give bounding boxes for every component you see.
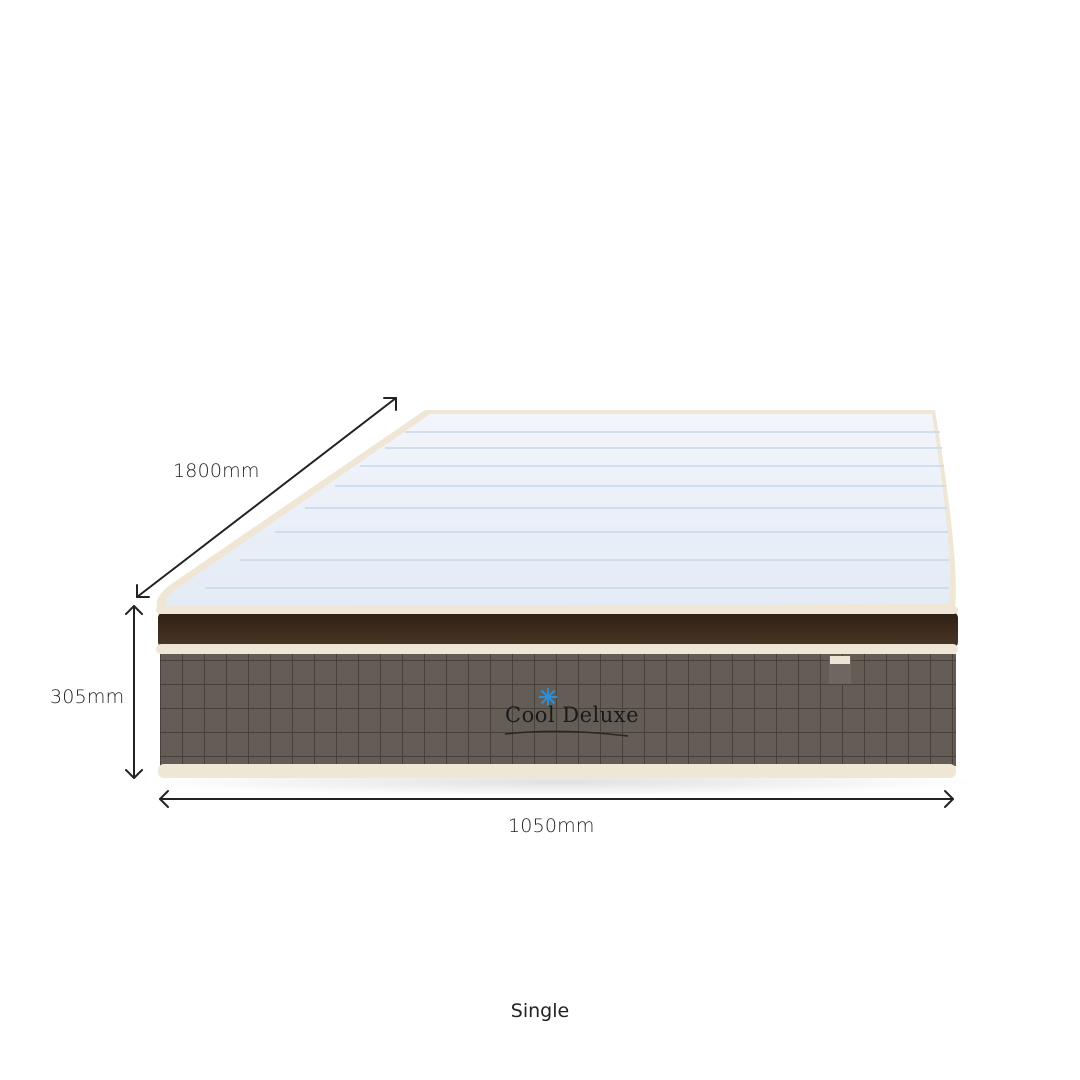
length-dimension-label: 1800mm: [173, 460, 260, 482]
brand-logo-text: Cool Deluxe: [505, 703, 640, 727]
height-dimension-label: 305mm: [50, 686, 125, 708]
width-arrow: [159, 790, 954, 808]
mattress-top-panel: [156, 410, 956, 612]
height-arrow: [125, 605, 143, 779]
width-dimension-label: 1050mm: [508, 815, 595, 837]
euro-top-band: [156, 606, 958, 654]
length-arrow: [136, 397, 397, 598]
mattress-side-panel: [158, 654, 956, 778]
snowflake-icon: [539, 688, 557, 706]
logo-swoosh: [504, 730, 629, 737]
size-caption: Single: [510, 1000, 570, 1022]
